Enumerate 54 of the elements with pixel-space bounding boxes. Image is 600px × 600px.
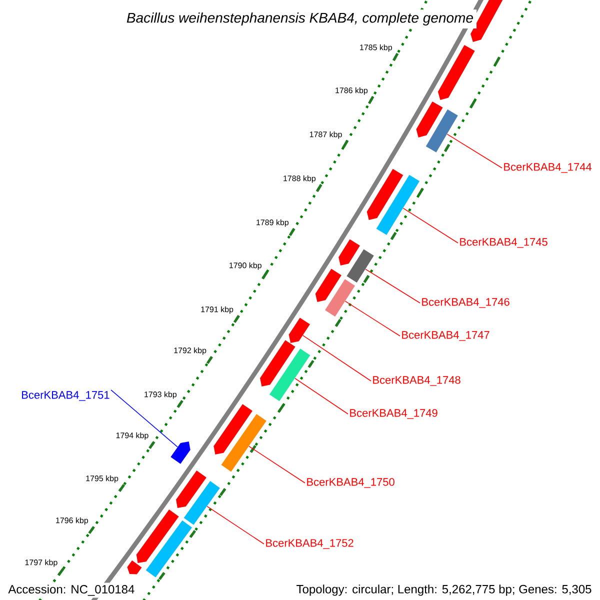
genome-info-text: Topology: circular; Length: 5,262,775 bp; Genes: 5,305 [294,582,594,598]
scale-label: 1790 kbp [230,262,262,270]
scale-label: 1787 kbp [310,131,342,139]
gene-block [146,520,192,578]
gene-block [170,441,190,464]
gene-label: BcerKBAB4_1748 [373,376,460,386]
leader-line [248,446,306,484]
gene-block [346,249,374,283]
gene-label: BcerKBAB4_1744 [504,163,592,173]
gene-label: BcerKBAB4_1752 [266,539,354,549]
gene-block [438,45,475,100]
gene-block [136,509,179,563]
gene-block [426,109,458,152]
scale-label: 1794 kbp [116,432,148,440]
gene-block [315,268,342,302]
scale-label: 1791 kbp [201,306,234,314]
gene-label: BcerKBAB4_1751 [22,391,110,401]
scale-label: 1792 kbp [174,347,206,355]
gene-label: BcerKBAB4_1749 [350,409,438,419]
leader-line [302,335,372,382]
gene-block [214,404,252,454]
scale-label: 1797 kbp [25,559,58,567]
gene-label: BcerKBAB4_1746 [422,298,510,308]
scale-label: 1796 kbp [56,517,88,525]
leader-line [110,390,178,448]
gene-label: BcerKBAB4_1750 [307,478,394,488]
gene-block [221,414,266,472]
gene-label: BcerKBAB4_1745 [460,238,548,248]
gene-label: BcerKBAB4_1747 [402,331,490,341]
gene-block [184,480,220,525]
gene-block [325,279,355,317]
gene-block [416,101,443,138]
gene-block [288,318,310,343]
gene-block [376,174,420,235]
scale-label: 1795 kbp [86,475,118,483]
gene-block [176,470,206,508]
gene-block [338,239,360,266]
gene-block [127,560,142,574]
gene-block [260,340,296,386]
leader-line [206,506,264,544]
leader-line [402,208,458,244]
title: Bacillus weihenstephanensis KBAB4, complete genome [123,9,477,29]
scale-label: 1788 kbp [284,175,316,183]
leader-line [365,268,420,304]
scale-label: 1786 kbp [336,87,368,95]
gene-block [366,168,404,220]
accession-text: Accession: NC_010184 [6,582,137,598]
gene-block [269,348,310,402]
scale-label: 1789 kbp [256,219,289,227]
leader-line [294,378,348,414]
leader-line [446,134,502,168]
scale-label: 1793 kbp [144,391,177,399]
scale-label: 1785 kbp [360,44,392,52]
leader-line [344,300,400,336]
